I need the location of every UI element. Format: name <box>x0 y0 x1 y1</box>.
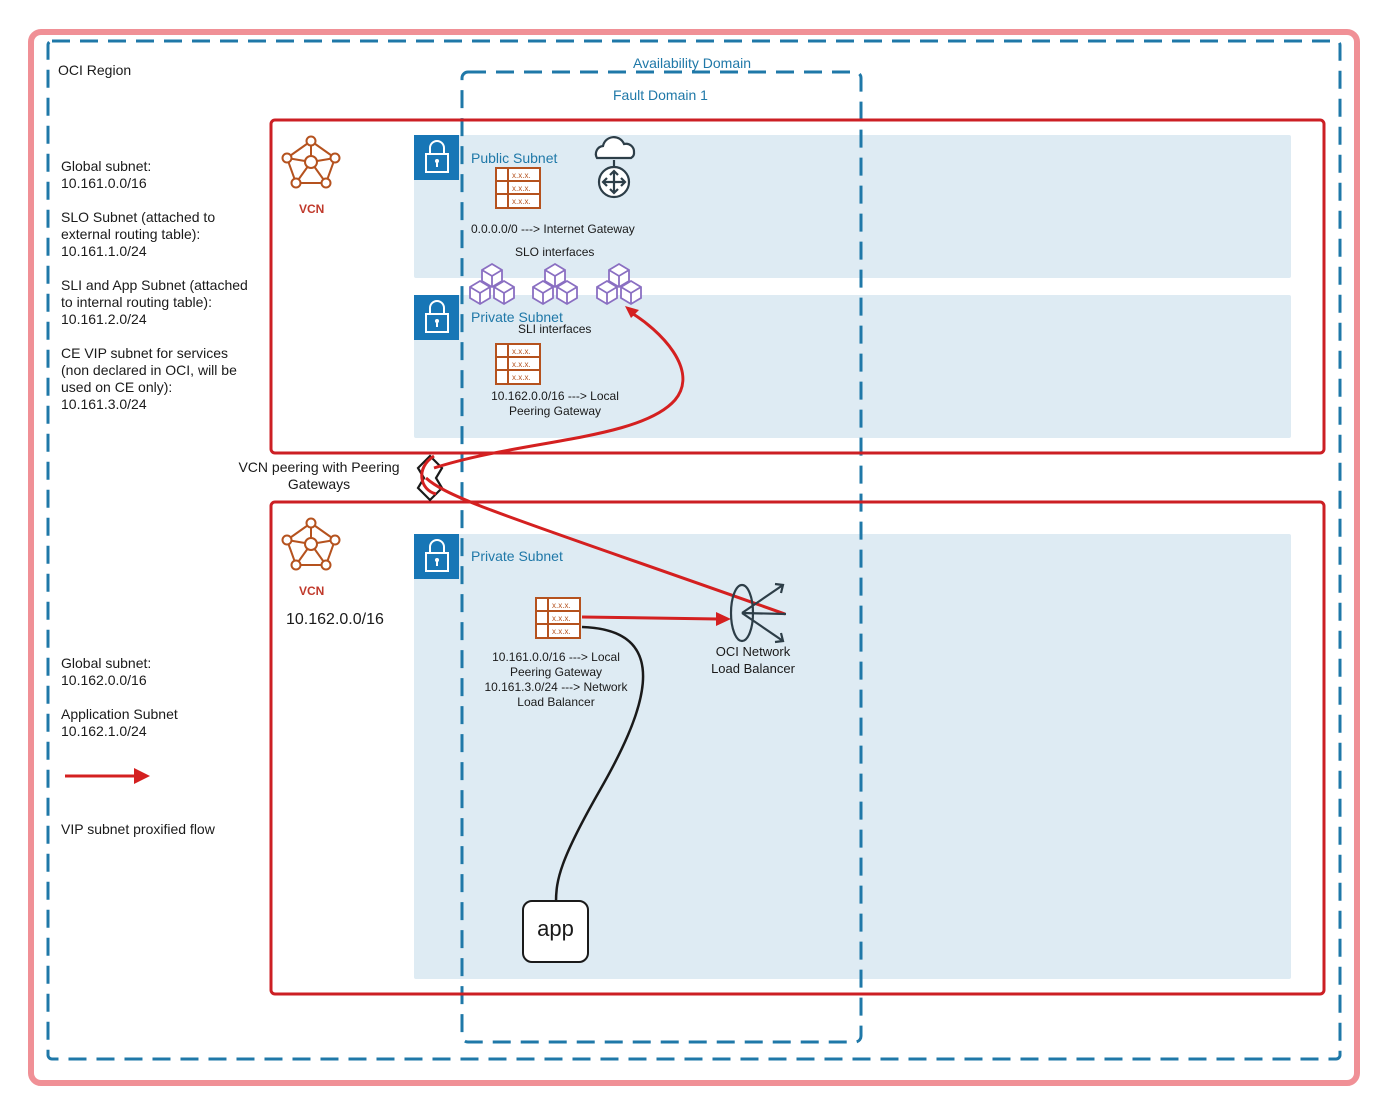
availability-domain-label: Availability Domain <box>633 55 752 71</box>
vcn2-name: VCN <box>299 584 325 598</box>
sli-interfaces-label: SLI interfaces <box>518 322 592 336</box>
private-subnet-route-vcn2: 10.161.0.0/16 ---> Local Peering Gateway… <box>466 650 646 710</box>
peering-label: VCN peering with Peering Gateways <box>229 459 409 493</box>
vcn2-border <box>269 500 1326 996</box>
note-vip-line1: CE VIP subnet for services <box>61 345 229 361</box>
svg-text:x.x.x.: x.x.x. <box>552 627 571 636</box>
region-dashed-border <box>46 39 1342 1061</box>
svg-text:x.x.x.: x.x.x. <box>512 171 531 180</box>
svg-text:x.x.x.: x.x.x. <box>512 197 531 206</box>
flow-arrowhead-nlb <box>716 612 731 626</box>
note-app-title: Application Subnet <box>61 706 178 722</box>
vcn1-name: VCN <box>299 202 325 216</box>
flow-peering-to-sli <box>433 310 685 470</box>
notes-vcn2: Global subnet: 10.162.0.0/16 Application… <box>61 655 178 740</box>
peering-line-2: Gateways <box>287 476 351 492</box>
route-line-3: 10.161.3.0/24 ---> Network <box>484 680 628 694</box>
app-box <box>522 900 589 963</box>
flow-table-to-nlb <box>581 615 719 621</box>
network-load-balancer-icon <box>729 582 787 644</box>
interface-icon-1 <box>469 262 515 306</box>
note-slo-value: 10.161.1.0/24 <box>61 243 147 259</box>
private-subnet-title-vcn2: Private Subnet <box>471 548 563 564</box>
note-vip-value: 10.161.3.0/24 <box>61 396 147 412</box>
app-label: app <box>537 916 574 941</box>
note-slo-line2: external routing table): <box>61 226 201 242</box>
private-subnet-lock-icon-vcn1 <box>414 295 459 340</box>
note-global2-title: Global subnet: <box>61 655 152 671</box>
nlb-line-2: Load Balancer <box>711 661 795 676</box>
route-line-4: Load Balancer <box>517 695 595 709</box>
peering-line-1: VCN peering with Peering <box>238 459 400 475</box>
app-connector <box>554 625 645 903</box>
vcn2-cidr: 10.162.0.0/16 <box>286 611 384 628</box>
public-subnet-area <box>414 135 1291 278</box>
svg-text:x.x.x.: x.x.x. <box>552 601 571 610</box>
svg-text:x.x.x.: x.x.x. <box>512 184 531 193</box>
private-subnet-area-vcn1 <box>414 295 1291 438</box>
note-global1-title: Global subnet: <box>61 158 152 174</box>
interface-icon-2 <box>532 262 578 306</box>
note-sli-line1: SLI and App Subnet (attached <box>61 277 248 293</box>
legend-arrowhead <box>134 768 150 784</box>
route-table-icon-private-vcn1: x.x.x. x.x.x. x.x.x. <box>495 343 541 385</box>
interface-icon-3 <box>596 262 642 306</box>
route-table-icon-public: x.x.x. x.x.x. x.x.x. <box>495 167 541 209</box>
route-line-1: 10.162.0.0/16 ---> Local <box>491 389 619 403</box>
internet-gateway-icon <box>594 136 636 199</box>
vcn2-network-icon <box>281 517 341 571</box>
public-subnet-route: 0.0.0.0/0 ---> Internet Gateway <box>471 222 635 236</box>
note-app-value: 10.162.1.0/24 <box>61 723 147 739</box>
fault-domain-border <box>460 70 863 1044</box>
route-line-1: 10.161.0.0/16 ---> Local <box>492 650 620 664</box>
route-line-2: Peering Gateway <box>509 665 603 679</box>
flow-peering-loop <box>420 454 437 496</box>
fault-domain-label: Fault Domain 1 <box>613 87 708 103</box>
private-subnet-title-vcn1: Private Subnet <box>471 309 563 325</box>
svg-text:x.x.x.: x.x.x. <box>512 360 531 369</box>
notes-vcn1: Global subnet: 10.161.0.0/16 SLO Subnet … <box>61 158 248 413</box>
note-global2-value: 10.162.0.0/16 <box>61 672 147 688</box>
public-subnet-lock-icon <box>414 135 459 180</box>
route-line-2: Peering Gateway <box>508 404 602 418</box>
nlb-label: OCI Network Load Balancer <box>693 643 813 677</box>
private-subnet-lock-icon-vcn2 <box>414 534 459 579</box>
svg-text:x.x.x.: x.x.x. <box>512 373 531 382</box>
route-table-icon-private-vcn2: x.x.x. x.x.x. x.x.x. <box>535 597 581 639</box>
public-subnet-title: Public Subnet <box>471 150 558 166</box>
region-border <box>28 29 1360 1086</box>
legend-label: VIP subnet proxified flow <box>61 821 215 837</box>
note-vip-line3: used on CE only): <box>61 379 173 395</box>
private-subnet-route-vcn1: 10.162.0.0/16 ---> Local Peering Gateway <box>465 389 645 419</box>
note-vip-line2: (non declared in OCI, will be <box>61 362 237 378</box>
svg-text:x.x.x.: x.x.x. <box>512 347 531 356</box>
vcn1-border <box>269 118 1326 455</box>
flow-arrowhead-sli <box>625 306 639 318</box>
vcn1-network-icon <box>281 135 341 189</box>
note-global1-value: 10.161.0.0/16 <box>61 175 147 191</box>
slo-interfaces-label: SLO interfaces <box>515 245 595 259</box>
note-sli-value: 10.161.2.0/24 <box>61 311 147 327</box>
flow-peering-to-nlb <box>424 476 786 616</box>
note-sli-line2: to internal routing table): <box>61 294 212 310</box>
note-slo-line1: SLO Subnet (attached to <box>61 209 216 225</box>
svg-text:x.x.x.: x.x.x. <box>552 614 571 623</box>
region-label: OCI Region <box>58 62 132 78</box>
nlb-line-1: OCI Network <box>715 644 791 659</box>
